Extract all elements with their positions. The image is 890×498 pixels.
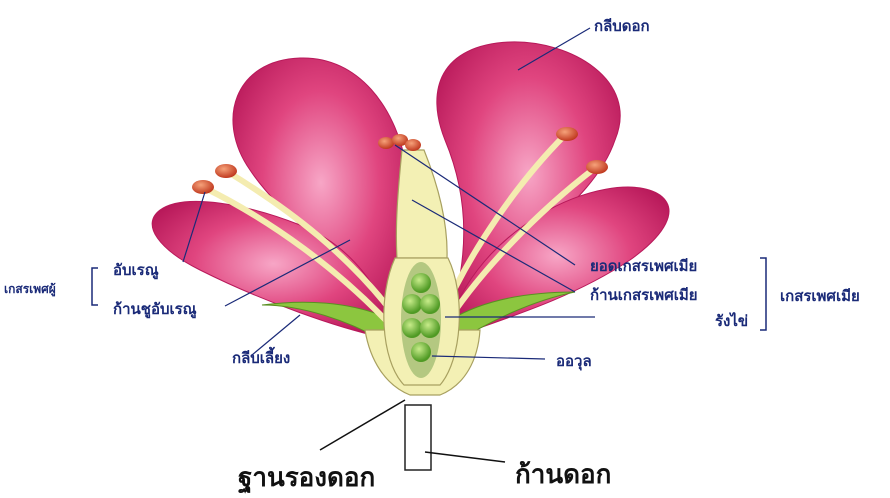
- stamen-bracket: [92, 268, 98, 305]
- anther-left-2: [215, 164, 237, 178]
- label-pedicel: ก้านดอก: [515, 454, 611, 495]
- leader-pedicel: [425, 452, 505, 462]
- label-pistil-group: เกสรเพศเมีย: [780, 284, 860, 308]
- ovule-3: [420, 294, 440, 314]
- label-stamen-group: เกสรเพศผู้: [4, 280, 56, 299]
- label-style: ก้านเกสรเพศเมีย: [590, 283, 698, 307]
- label-petal: กลีบดอก: [594, 14, 650, 38]
- label-ovary: รังไข่: [715, 309, 748, 333]
- label-filament: ก้านชูอับเรณู: [113, 297, 197, 321]
- pedicel: [405, 405, 431, 470]
- label-ovule: ออวุล: [556, 349, 592, 373]
- anther-right-2: [586, 160, 608, 174]
- ovule-5: [420, 318, 440, 338]
- label-stigma: ยอดเกสรเพศเมีย: [590, 254, 697, 278]
- label-sepal: กลีบเลี้ยง: [232, 346, 290, 370]
- ovule-6: [411, 342, 431, 362]
- anther-left-1: [192, 180, 214, 194]
- stigma-lobe-1: [378, 137, 394, 149]
- ovule-2: [402, 294, 422, 314]
- ovule-4: [402, 318, 422, 338]
- label-anther: อับเรณู: [113, 258, 159, 282]
- leader-receptacle: [320, 400, 405, 450]
- pistil-bracket: [760, 258, 766, 330]
- ovule-1: [411, 273, 431, 293]
- style: [396, 150, 447, 258]
- anther-right-1: [556, 127, 578, 141]
- stigma-lobe-3: [405, 139, 421, 151]
- label-receptacle: ฐานรองดอก: [238, 457, 375, 498]
